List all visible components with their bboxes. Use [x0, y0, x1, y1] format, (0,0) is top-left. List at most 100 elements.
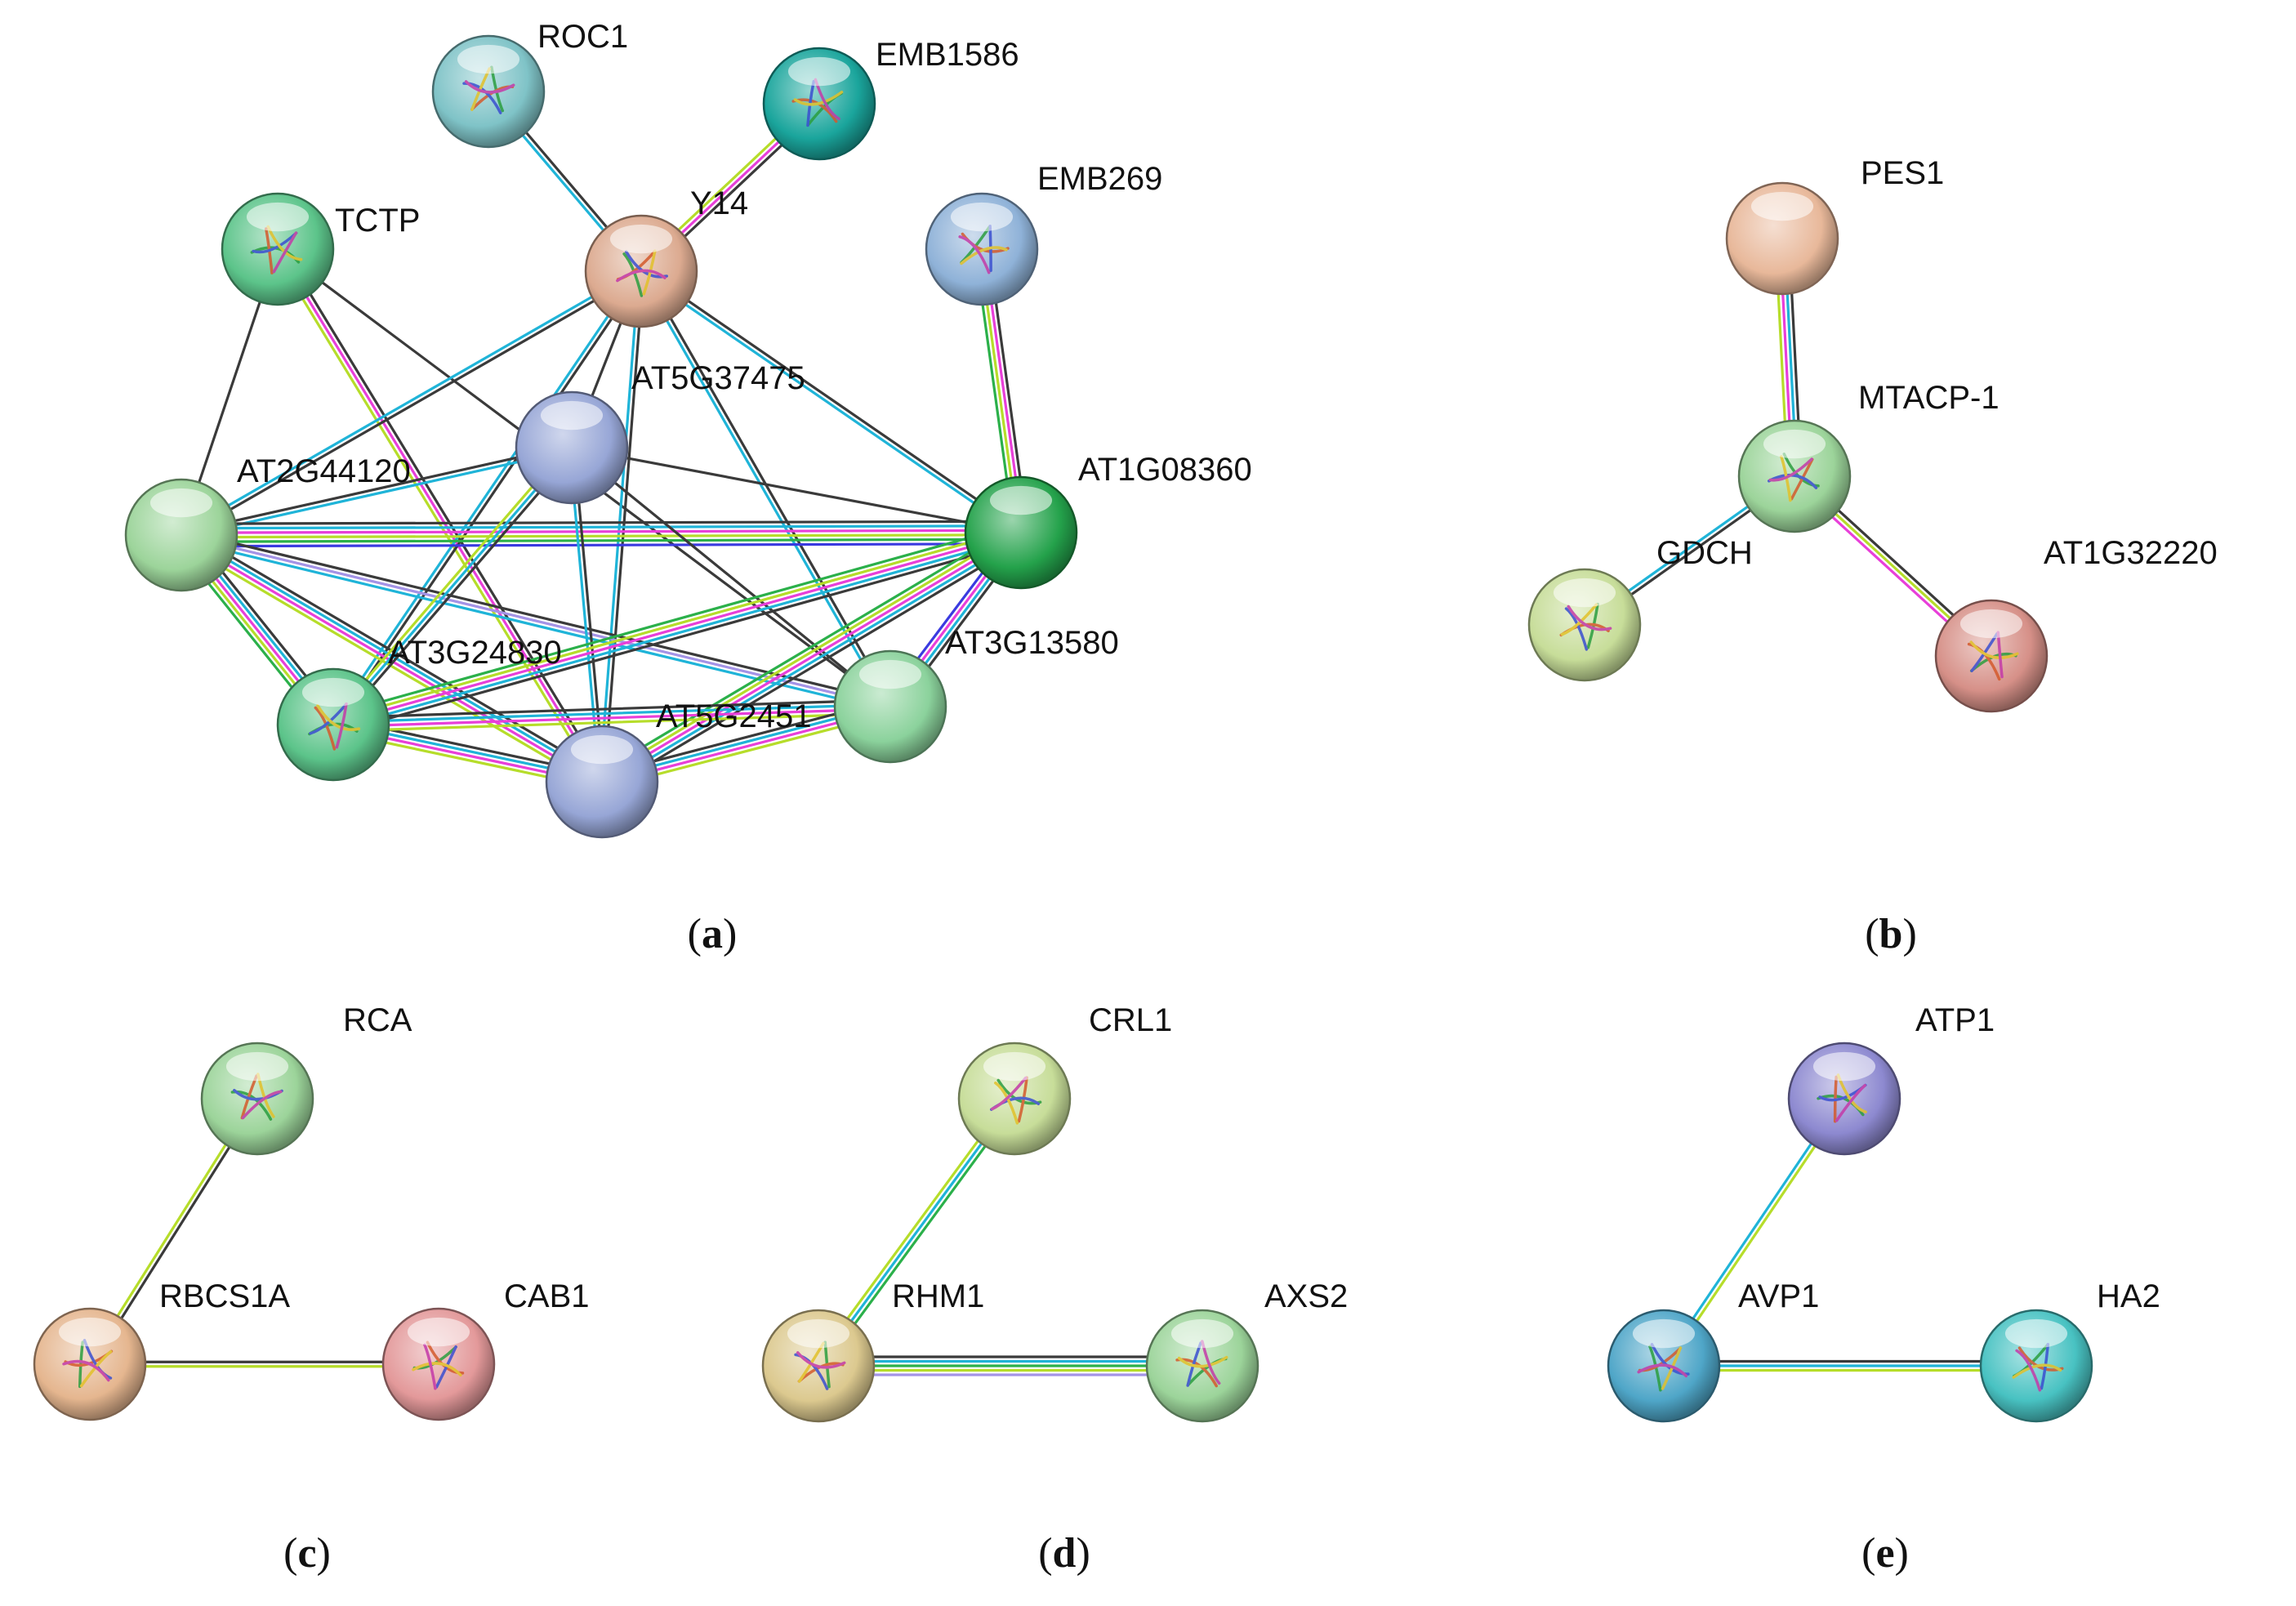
- edge-strand-black: [333, 270, 644, 728]
- node-gloss: [1170, 1318, 1234, 1349]
- node-gloss: [1750, 191, 1814, 221]
- panel-letter-a: a: [702, 911, 723, 957]
- node-AT3G13580[interactable]: [833, 649, 947, 764]
- node-gloss: [407, 1317, 470, 1347]
- edge-AT3G24830-AT3G13580: [332, 698, 892, 733]
- protein-structure-icon: [250, 225, 303, 274]
- edge-strand-magenta: [332, 531, 1023, 726]
- node-AT1G08360[interactable]: [964, 475, 1078, 590]
- node-AT5G2451[interactable]: [545, 725, 659, 839]
- node-HA2[interactable]: [1979, 1309, 2093, 1423]
- protein-structure-icon: [308, 702, 361, 751]
- node-AT1G32220[interactable]: [1934, 599, 2049, 713]
- node-label-AT3G13580: AT3G13580: [945, 625, 1119, 661]
- edge-TCTP-AT5G2451: [272, 245, 608, 786]
- node-ATP1[interactable]: [1787, 1042, 1901, 1156]
- edge-strand-cyan: [603, 535, 1025, 787]
- node-gloss: [950, 202, 1014, 232]
- node-GDCH[interactable]: [1527, 568, 1642, 682]
- node-RCA[interactable]: [200, 1042, 314, 1156]
- node-AT2G44120[interactable]: [124, 478, 239, 592]
- node-EMB269[interactable]: [925, 192, 1039, 306]
- panel-label-c: (c): [283, 1530, 331, 1577]
- edge-AT1G08360-AT3G24830: [329, 522, 1025, 735]
- edge-Y14-AT2G44120: [179, 268, 644, 538]
- node-label-PES1: PES1: [1861, 155, 1944, 191]
- edge-strand-lime: [328, 443, 570, 724]
- node-gloss: [2004, 1318, 2068, 1349]
- edge-strand-blue: [180, 542, 1023, 548]
- nodes-layer: [33, 34, 2093, 1423]
- edge-strand-magenta: [179, 535, 603, 785]
- edge-strand-black: [641, 269, 894, 707]
- node-label-EMB1586: EMB1586: [876, 37, 1019, 73]
- node-gloss: [540, 400, 604, 430]
- edge-AT1G08360-AT5G2451: [595, 523, 1028, 792]
- node-TCTP[interactable]: [221, 192, 335, 306]
- edge-strand-cyan: [332, 446, 573, 726]
- panel-label-a: (a): [688, 911, 738, 957]
- edge-strand-green: [595, 523, 1018, 776]
- node-gloss: [570, 734, 634, 765]
- node-RBCS1A[interactable]: [33, 1307, 147, 1421]
- node-EMB1586[interactable]: [762, 47, 876, 161]
- edge-strand-black: [334, 539, 1025, 735]
- edge-strand-lime: [272, 250, 600, 786]
- edge-strand-black: [332, 698, 892, 720]
- node-gloss: [246, 202, 310, 232]
- protein-structure-icon: [412, 1341, 465, 1390]
- edge-strand-cyan: [332, 703, 892, 724]
- node-PES1[interactable]: [1725, 181, 1839, 296]
- node-gloss: [1959, 609, 2023, 639]
- node-label-AT1G08360: AT1G08360: [1078, 452, 1252, 488]
- node-label-CAB1: CAB1: [504, 1278, 590, 1314]
- node-label-MTACP-1: MTACP-1: [1858, 380, 2000, 416]
- node-AVP1[interactable]: [1607, 1309, 1721, 1423]
- node-gloss: [1763, 429, 1826, 459]
- node-label-RCA: RCA: [343, 1002, 412, 1038]
- node-label-GDCH: GDCH: [1656, 535, 1753, 571]
- edge-strand-green: [180, 538, 1023, 543]
- node-RHM1[interactable]: [761, 1309, 876, 1423]
- node-gloss: [1553, 578, 1616, 608]
- edge-strand-lime: [176, 539, 600, 789]
- node-label-CRL1: CRL1: [1089, 1002, 1172, 1038]
- node-gloss: [609, 224, 673, 254]
- edge-strand-black: [335, 448, 577, 729]
- edge-strand-cyan: [638, 270, 890, 709]
- node-CAB1[interactable]: [381, 1307, 496, 1421]
- node-label-RBCS1A: RBCS1A: [159, 1278, 290, 1314]
- edge-AT2G44120-AT1G08360: [180, 520, 1023, 548]
- node-gloss: [149, 488, 213, 518]
- node-gloss: [58, 1317, 122, 1347]
- edge-strand-cyan: [180, 524, 1023, 530]
- edge-strand-lime: [330, 527, 1022, 722]
- node-ROC1[interactable]: [431, 34, 546, 149]
- panel-label-b: (b): [1865, 911, 1917, 957]
- node-gloss: [457, 44, 520, 74]
- edge-strand-cyan: [330, 268, 641, 725]
- edge-strand-magenta: [180, 529, 1023, 534]
- edge-strand-black: [179, 444, 573, 534]
- protein-structure-icon: [990, 1076, 1042, 1125]
- edge-strand-magenta: [332, 707, 892, 729]
- node-AXS2[interactable]: [1145, 1309, 1259, 1423]
- node-gloss: [989, 485, 1053, 515]
- node-label-AVP1: AVP1: [1738, 1278, 1819, 1314]
- edge-RBCS1A-CAB1: [88, 1360, 440, 1368]
- panel-letter-e: e: [1875, 1530, 1894, 1577]
- edge-strand-cyan: [179, 268, 642, 535]
- edge-strand-black: [605, 538, 1028, 792]
- protein-structure-icon: [462, 65, 515, 114]
- panel-letter-c: c: [297, 1530, 316, 1577]
- edge-AT5G37475-AT3G24830: [328, 443, 577, 729]
- node-label-HA2: HA2: [2097, 1278, 2160, 1314]
- node-CRL1[interactable]: [957, 1042, 1072, 1156]
- node-AT3G24830[interactable]: [276, 667, 390, 782]
- node-Y14[interactable]: [584, 214, 698, 328]
- edge-strand-lavender: [180, 533, 892, 708]
- node-AT5G37475[interactable]: [515, 390, 629, 505]
- node-MTACP-1[interactable]: [1737, 419, 1852, 533]
- edge-Y14-AT1G08360: [638, 268, 1024, 536]
